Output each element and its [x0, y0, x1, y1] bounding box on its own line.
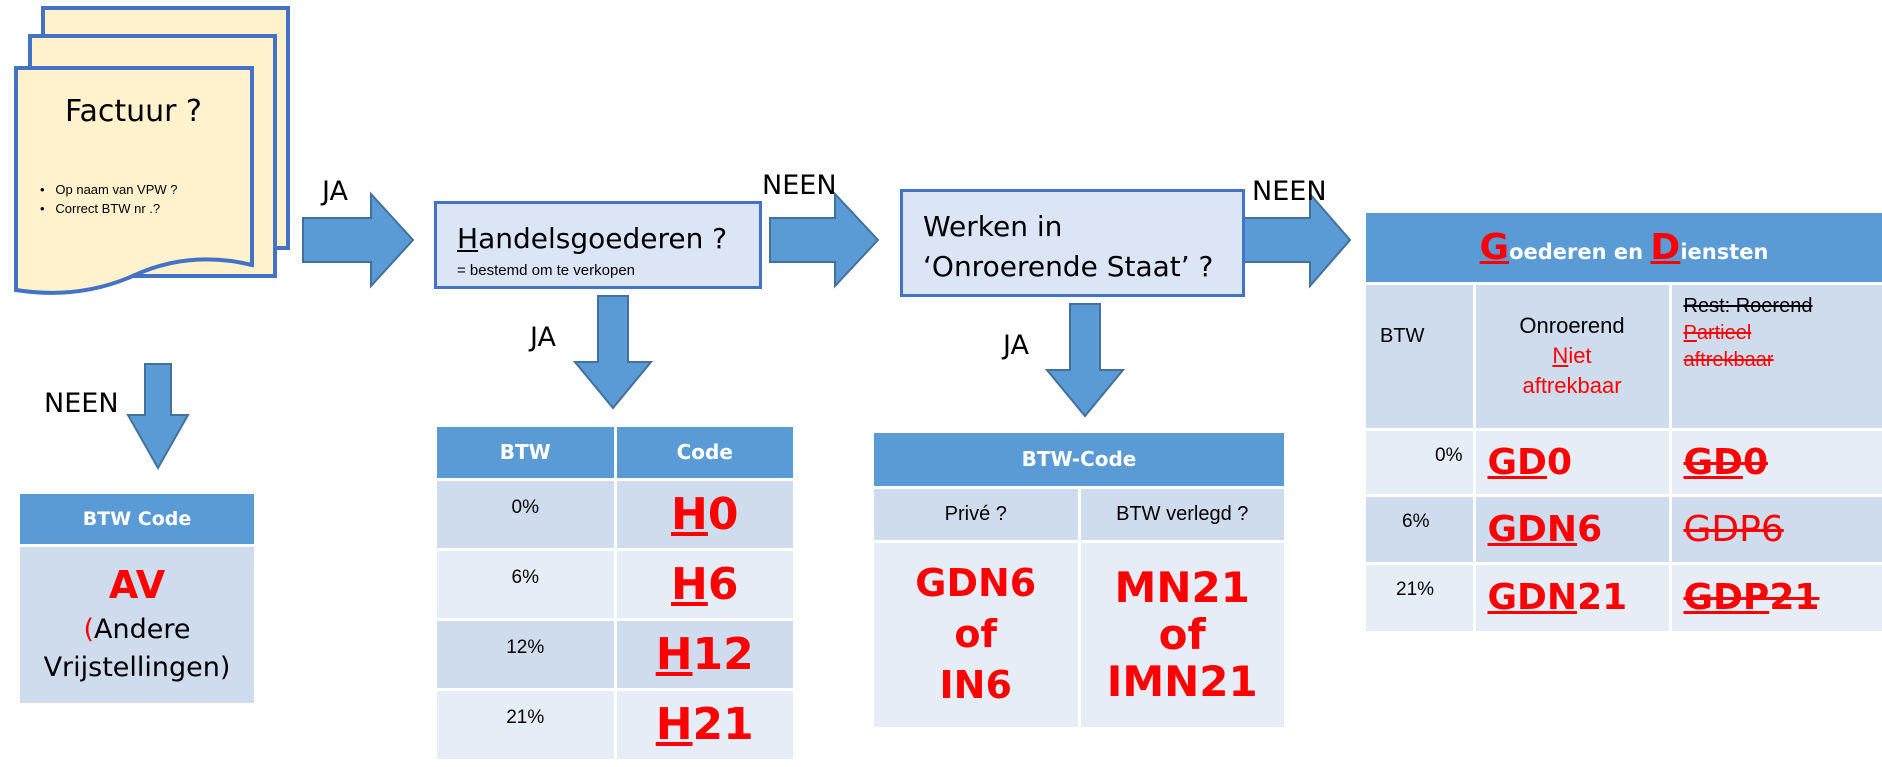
table-row: 6% GDN6 GDP6	[1366, 495, 1882, 565]
btw-code-table: BTW-Code Privé ? BTW verlegd ? GDN6 of I…	[874, 433, 1284, 727]
btw-code-verlegd-value: MN21 of IMN21	[1106, 563, 1258, 707]
av-table-body: AV (Andere Vrijstellingen)	[20, 545, 254, 703]
handelsgoederen-question-box: Handelsgoederen ? = bestemd om te verkop…	[434, 201, 762, 289]
av-code-table: BTW Code AV (Andere Vrijstellingen)	[20, 494, 254, 703]
label-ja-werken: JA	[1003, 330, 1029, 361]
label-neen-werken: NEEN	[1252, 176, 1327, 207]
table-row: 21% H21	[437, 689, 793, 759]
goederen-diensten-table: Goederen en Diensten BTW Onroerend Niet …	[1366, 213, 1882, 631]
table-row: 0% GD0 GD0	[1366, 429, 1882, 497]
invoice-checklist: • Op naam van VPW ? • Correct BTW nr .?	[40, 180, 178, 218]
arrow-right-icon	[769, 191, 880, 289]
arrow-down-icon	[126, 363, 190, 471]
handelsgoederen-title: Handelsgoederen ?	[457, 222, 728, 255]
h-table-col-code: Code	[615, 427, 793, 481]
gd-col-rest: Rest: Roerend Partieel aftrekbaar	[1670, 283, 1882, 431]
gd-col-onroerend: Onroerend Niet aftrekbaar	[1474, 283, 1672, 431]
arrow-right-icon	[302, 191, 415, 289]
btw-code-prive-value: GDN6 of IN6	[874, 541, 1081, 727]
h-table-col-btw: BTW	[437, 427, 617, 481]
handelsgoederen-subtitle: = bestemd om te verkopen	[457, 262, 636, 279]
label-ja-handel: JA	[530, 322, 556, 353]
checklist-item: • Correct BTW nr .?	[40, 201, 161, 216]
table-row: 21% GDN21 GDP21	[1366, 563, 1882, 631]
arrow-down-icon	[1044, 303, 1126, 418]
arrow-right-icon	[1243, 191, 1352, 289]
btw-code-col-prive: Privé ?	[874, 487, 1081, 543]
table-row: 0% H0	[437, 479, 793, 551]
invoice-title: Factuur ?	[65, 94, 202, 129]
table-row: 6% H6	[437, 549, 793, 621]
werken-question-box: Werken in ‘Onroerende Staat’ ?	[900, 189, 1245, 297]
gd-col-btw: BTW	[1366, 283, 1476, 431]
btw-code-header: BTW-Code	[874, 433, 1284, 489]
gd-table-header: Goederen en Diensten	[1366, 213, 1882, 285]
btw-code-col-verlegd: BTW verlegd ?	[1079, 487, 1284, 543]
av-code: AV	[108, 563, 166, 607]
handelsgoederen-code-table: BTW Code 0% H0 6% H6 12% H12 21% H21	[437, 427, 793, 759]
av-description: (Andere Vrijstellingen)	[43, 614, 231, 683]
arrow-down-icon	[572, 295, 654, 410]
werken-line2: ‘Onroerende Staat’ ?	[923, 250, 1214, 283]
werken-line1: Werken in	[923, 210, 1063, 243]
av-table-header: BTW Code	[20, 494, 254, 547]
invoice-document-stack	[14, 6, 290, 295]
checklist-item: • Op naam van VPW ?	[40, 182, 178, 197]
label-ja-invoice: JA	[322, 176, 348, 207]
table-row: 12% H12	[437, 619, 793, 691]
label-neen-handel: NEEN	[762, 170, 837, 201]
label-neen-invoice: NEEN	[44, 388, 119, 419]
